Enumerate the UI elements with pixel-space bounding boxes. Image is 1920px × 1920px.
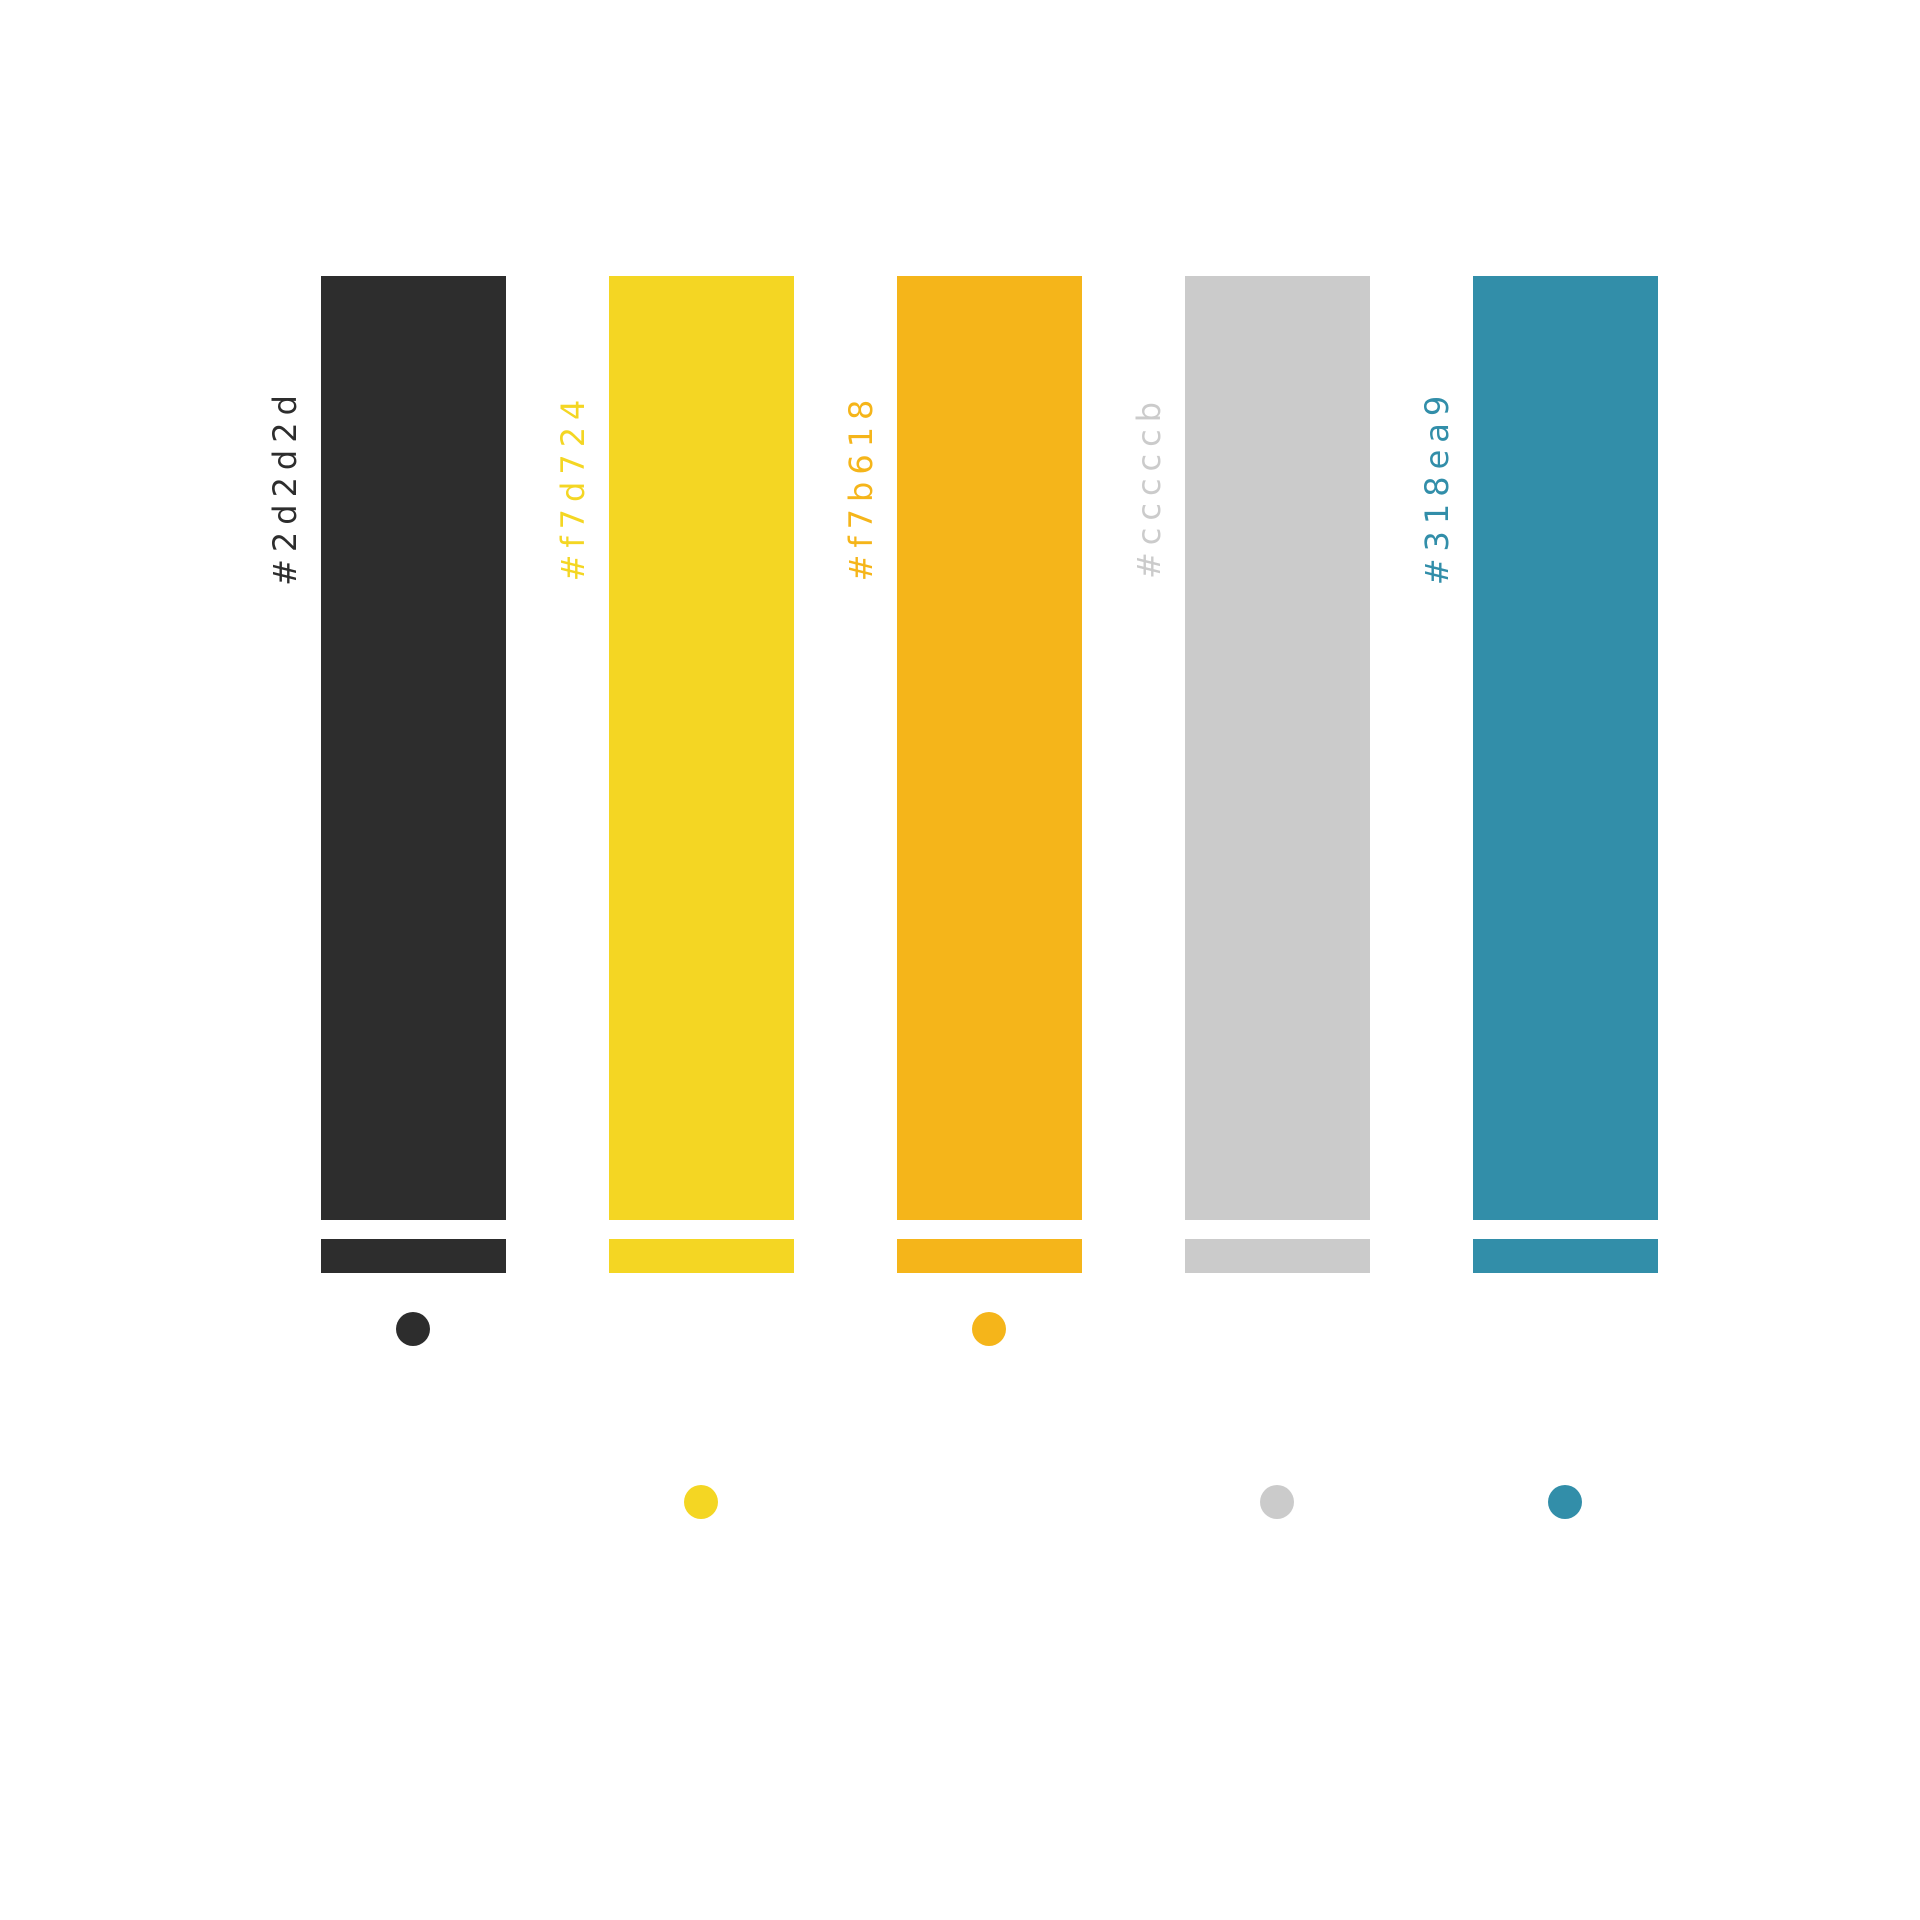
swatch-bar [1185,276,1370,1220]
swatch-hex-label: #f7d724 [554,392,592,582]
swatch-hex-label: #2d2d2d [266,388,304,586]
swatch-bar [609,276,794,1220]
swatch-bar [897,276,1082,1220]
swatch-dot [396,1312,430,1346]
swatch-dot [684,1485,718,1519]
swatch-dot [1260,1485,1294,1519]
swatch-strip [1185,1239,1370,1273]
swatch-strip [897,1239,1082,1273]
swatch-dot [972,1312,1006,1346]
swatch-bar [1473,276,1658,1220]
swatch-hex-label: #318ea9 [1418,388,1456,586]
swatch-hex-label: #f7b618 [842,392,880,582]
swatch-strip [321,1239,506,1273]
swatch-dot [1548,1485,1582,1519]
swatch-hex-label: #cccccb [1130,394,1168,580]
swatch-strip [609,1239,794,1273]
swatch-bar [321,276,506,1220]
swatch-strip [1473,1239,1658,1273]
